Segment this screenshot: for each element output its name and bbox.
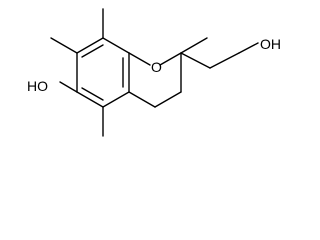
- bond-ch2-oh: [238, 42, 259, 54]
- bond-c7-methyl: [50, 37, 78, 54]
- double-bond-c7-c8: [81, 44, 104, 58]
- bond-layer: [50, 8, 259, 137]
- label-layer: HO O OH: [27, 36, 281, 94]
- molecule-structure: HO O OH: [27, 8, 281, 137]
- bond-c5-c6: [76, 91, 104, 108]
- bond-c8a-o1: [128, 52, 151, 66]
- bond-o1-c2: [159, 52, 182, 66]
- bond-c4a-c5: [102, 91, 130, 108]
- bond-c2-methyl: [180, 37, 208, 54]
- bond-c8-c8a: [102, 37, 130, 54]
- hydroxyl-label-left: HO: [27, 78, 48, 94]
- bond-c3-c4: [154, 91, 182, 108]
- bond-ch2-ch2: [209, 52, 240, 69]
- bond-c2-ch2: [180, 52, 211, 69]
- hydroxyl-label-right: OH: [260, 36, 281, 52]
- bond-c6-oh: [59, 81, 78, 93]
- bond-c4-c4a: [128, 91, 156, 108]
- ring-oxygen-label: O: [151, 59, 162, 75]
- double-bond-c5-c6: [81, 87, 104, 101]
- bond-c7-c8: [76, 37, 104, 54]
